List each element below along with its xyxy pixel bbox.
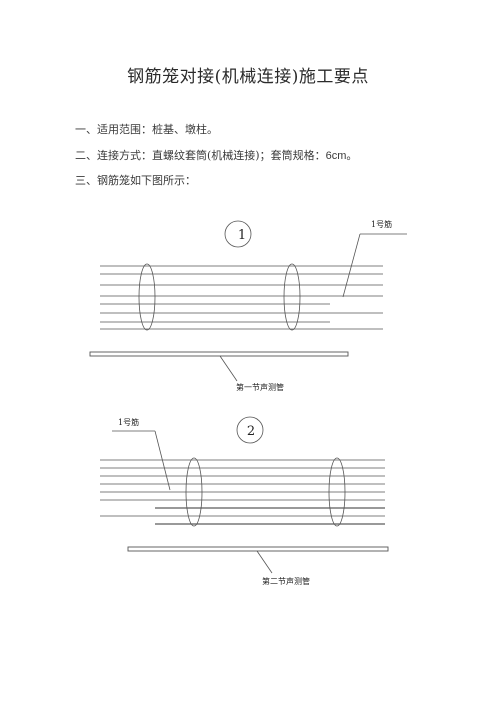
figure-1-number: 1 <box>238 228 246 243</box>
figure-2-number-circle <box>236 416 264 444</box>
tube-leader-line <box>256 550 273 574</box>
figure-2 <box>100 416 389 574</box>
sounding-tube-1 <box>89 351 349 357</box>
figure-2-tube-label: 第二节声测管 <box>262 576 310 586</box>
paragraph-figure-intro: 三、钢筋笼如下图所示： <box>75 174 196 187</box>
stirrup-ellipse <box>185 457 203 527</box>
rebar-leader-line <box>154 430 171 491</box>
tube-leader-line <box>219 355 238 382</box>
figure-2-rebar-label: 1号筋 <box>118 417 139 427</box>
figure-1-tube-label: 第一节声测管 <box>236 382 284 392</box>
figure-1 <box>89 220 407 382</box>
sounding-tube-2 <box>127 546 389 552</box>
figure-1-rebar-label: 1号筋 <box>371 219 392 229</box>
stirrup-ellipse <box>138 263 156 331</box>
figure-1-number-circle <box>224 220 252 248</box>
sleeve-size-tail: 。 <box>346 149 358 162</box>
sleeve-size: 6cm <box>325 150 347 162</box>
figure-2-number: 2 <box>247 424 255 439</box>
stirrup-ellipse <box>283 263 301 331</box>
stirrup-ellipse <box>328 457 346 527</box>
rebar-leader-line <box>342 233 361 298</box>
document-title: 钢筋笼对接(机械连接)施工要点 <box>127 67 369 87</box>
paragraph-connection-text: 二、连接方式：直螺纹套筒(机械连接)；套筒规格： <box>75 149 326 162</box>
paragraph-scope: 一、适用范围：桩基、墩柱。 <box>75 123 218 136</box>
paragraph-connection: 二、连接方式：直螺纹套筒(机械连接)；套筒规格：6cm。 <box>75 147 357 163</box>
